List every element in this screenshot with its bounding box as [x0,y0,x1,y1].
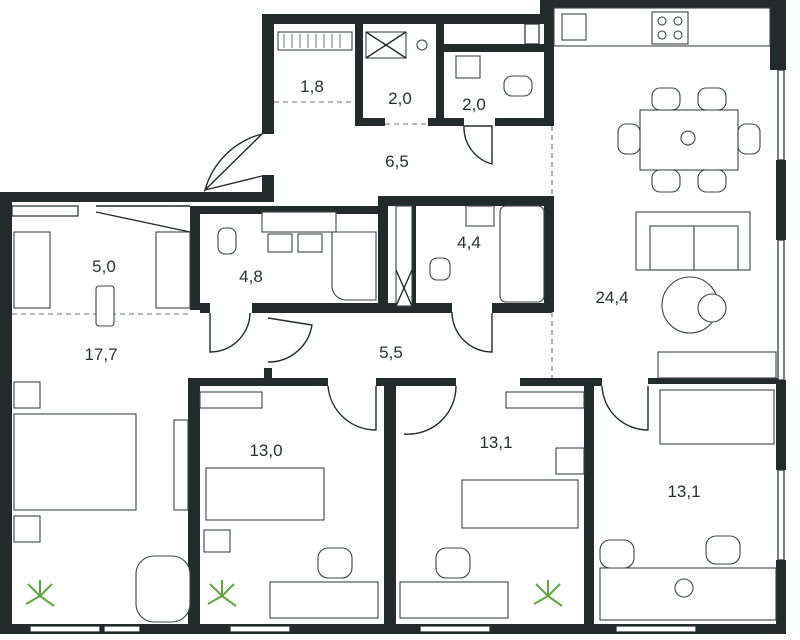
wardrobe-hatch [283,34,341,48]
room-area-utility: 2,0 [388,89,412,108]
plant-icon [533,580,563,607]
room-labels: 1,8 2,0 2,0 6,5 5,0 4,8 4,4 17,7 5,5 24,… [84,77,700,501]
windows [11,23,785,633]
room-area-bathroom-a: 4,8 [239,267,263,286]
room-area-wc: 2,0 [462,95,486,114]
room-area-hall: 6,5 [385,152,409,171]
room-area-wardrobe: 1,8 [300,77,324,96]
plants [25,580,563,607]
room-area-living: 24,4 [595,288,628,307]
room-area-master-bedroom: 17,7 [84,345,117,364]
fixtures [13,7,777,623]
room-area-bedroom-c: 13,1 [667,482,700,501]
plant-icon [207,580,237,607]
room-area-corridor: 5,5 [379,343,403,362]
room-area-bathroom-b: 4,4 [457,233,481,252]
room-area-bedroom-a: 13,0 [249,441,282,460]
walls [0,0,786,634]
room-area-dressing: 5,0 [92,257,116,276]
plant-icon [25,580,55,607]
dashed-boundaries [12,101,553,378]
room-area-bedroom-b: 13,1 [479,433,512,452]
doors [203,125,649,435]
